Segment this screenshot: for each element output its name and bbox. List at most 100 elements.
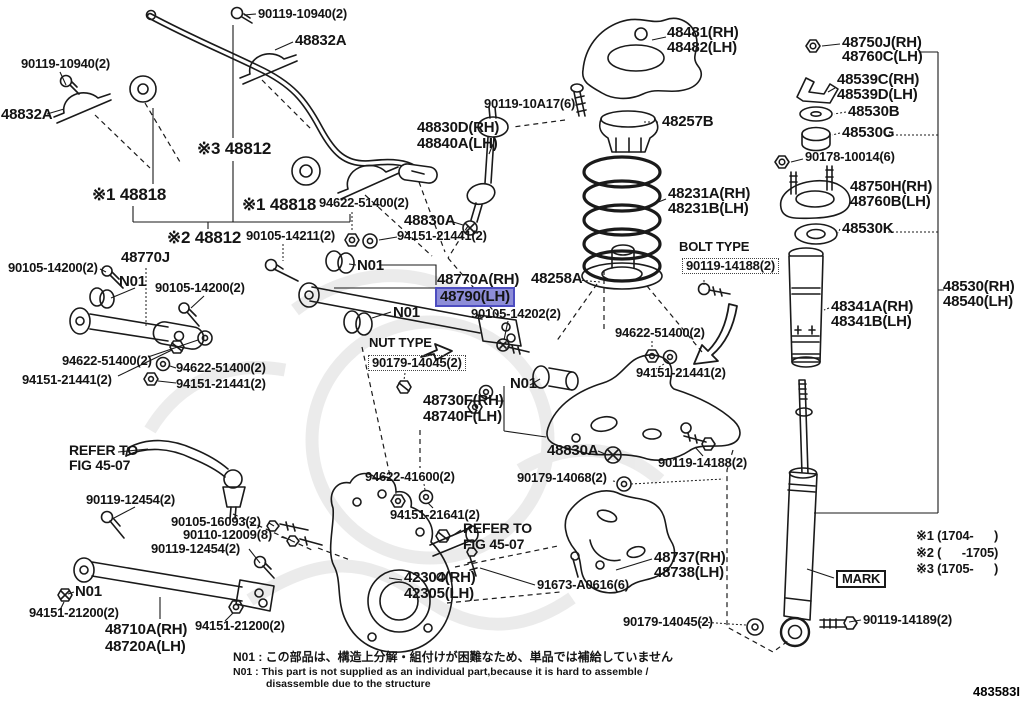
part-label: 94151-21641(2) — [390, 507, 480, 522]
part-label-highlighted[interactable]: 48790(LH) — [435, 287, 515, 307]
footnote-japanese: N01 : この部品は、構造上分解・組付けが困難なため、単品では補給していません — [233, 650, 673, 664]
part-label: ※1 48818 — [242, 195, 317, 214]
part-label: 48539C(RH) — [837, 71, 920, 88]
part-label: 90119-14188(2) — [658, 455, 747, 470]
part-label: 48530(RH) — [943, 278, 1015, 295]
part-label: 48840A(LH) — [417, 135, 498, 152]
part-label: 48738(LH) — [654, 564, 724, 581]
part-label: 42305(LH) — [404, 585, 474, 602]
part-label: N01 — [393, 304, 420, 321]
part-label: N01 — [75, 583, 102, 600]
strut-parts-column — [774, 39, 851, 368]
part-label: 48830A — [547, 442, 599, 459]
shock-absorber — [746, 379, 858, 648]
spring-insulator — [598, 110, 659, 153]
lower-arm — [532, 354, 741, 461]
part-label: 90105-14211(2) — [246, 228, 335, 243]
part-label: 90105-16093(2) — [171, 514, 261, 529]
part-label: N01 — [357, 257, 384, 274]
part-label: BOLT TYPE — [679, 239, 750, 254]
dotted-leaders — [145, 111, 938, 626]
part-label: 90119-12454(2) — [86, 492, 175, 507]
dashed-lines — [94, 79, 789, 653]
part-label: 48540(LH) — [943, 293, 1013, 310]
part-label: 90105-14200(2) — [155, 280, 245, 295]
callout-dotted: 90119-14188(2) — [682, 258, 779, 274]
part-label: 94151-21441(2) — [176, 376, 266, 391]
part-label: 48530G — [842, 124, 895, 141]
part-label: 90179-14045(2) — [623, 614, 713, 629]
part-label: 48539D(LH) — [837, 86, 918, 103]
part-label: 94622-51400(2) — [319, 195, 409, 210]
part-label: 48760C(LH) — [842, 48, 923, 65]
part-label: 90119-10A17(6) — [484, 96, 576, 111]
leader-lines — [46, 13, 944, 623]
part-label: REFER TO — [463, 520, 532, 536]
part-label: 90119-14189(2) — [863, 612, 952, 627]
part-label: 94151-21200(2) — [29, 605, 119, 620]
footnote-english-line1: N01 : This part is not supplied as an in… — [233, 666, 649, 678]
part-label: 48231A(RH) — [668, 185, 751, 202]
part-label: 90105-14200(2) — [8, 260, 98, 275]
part-label: ※2 ( -1705) — [916, 545, 999, 560]
callout-solid: MARK — [836, 570, 887, 588]
part-label: ※1 (1704- ) — [916, 528, 999, 543]
part-label: 48530K — [842, 220, 894, 237]
part-label: 90179-14068(2) — [517, 470, 607, 485]
part-label: 48770A(RH) — [437, 271, 520, 288]
part-label: 48737(RH) — [654, 549, 726, 566]
part-label: 48720A(LH) — [105, 638, 186, 655]
part-label: 94151-21441(2) — [22, 372, 112, 387]
figure-code: 483583I — [973, 684, 1020, 699]
part-label: 48750H(RH) — [850, 178, 933, 195]
coil-spring — [582, 155, 662, 283]
part-label: 94622-41600(2) — [365, 469, 455, 484]
part-label: 48740F(LH) — [423, 408, 502, 425]
part-label: 48231B(LH) — [668, 200, 749, 217]
toe-link — [57, 557, 275, 614]
stabilizer-link — [466, 106, 509, 223]
part-label: 94151-21441(2) — [636, 365, 726, 380]
footnote-english-line2: disassemble due to the structure — [266, 678, 431, 690]
part-label: 94622-51400(2) — [176, 360, 266, 375]
part-label: N01 — [119, 273, 146, 290]
part-label: 94622-51400(2) — [62, 353, 152, 368]
drag-link — [125, 439, 246, 520]
part-label: 48760B(LH) — [850, 193, 931, 210]
spring-seat — [581, 244, 663, 290]
part-label: 48832A — [1, 106, 53, 123]
part-label: ※3 48812 — [197, 139, 272, 158]
part-label: FIG 45-07 — [463, 536, 525, 552]
part-label: N01 — [510, 375, 537, 392]
part-label: 42304(RH) — [404, 569, 476, 586]
part-label: 48481(RH) — [667, 24, 739, 41]
part-label: 48341A(RH) — [831, 298, 914, 315]
part-label: 48258A — [531, 270, 583, 287]
part-label: 94622-51400(2) — [615, 325, 705, 340]
part-label: 48730F(RH) — [423, 392, 504, 409]
part-label: 48482(LH) — [667, 39, 737, 56]
hardware-misc — [143, 103, 731, 543]
part-label: ※1 48818 — [92, 185, 167, 204]
callout-dotted: 90179-14045(2) — [368, 355, 466, 371]
part-label: 90178-10014(6) — [805, 149, 895, 164]
part-label: 90110-12009(8) — [183, 527, 272, 542]
part-label: ※2 48812 — [167, 228, 242, 247]
part-label: 48341B(LH) — [831, 313, 912, 330]
part-label: 48830D(RH) — [417, 119, 500, 136]
part-label: 90119-12454(2) — [151, 541, 240, 556]
part-label: 94151-21441(2) — [397, 228, 487, 243]
part-label: 94151-21200(2) — [195, 618, 285, 633]
part-label: 91673-A0616(6) — [537, 577, 629, 592]
upper-arm-rear — [298, 250, 530, 355]
part-label: NUT TYPE — [369, 335, 432, 350]
part-label: 48830A — [404, 212, 456, 229]
stabilizer-clamps — [53, 6, 400, 200]
part-label: 48257B — [662, 113, 714, 130]
upper-support — [570, 17, 702, 117]
part-label: 90105-14202(2) — [471, 306, 561, 321]
part-label: 48750J(RH) — [842, 34, 922, 51]
part-label: 48710A(RH) — [105, 621, 188, 638]
